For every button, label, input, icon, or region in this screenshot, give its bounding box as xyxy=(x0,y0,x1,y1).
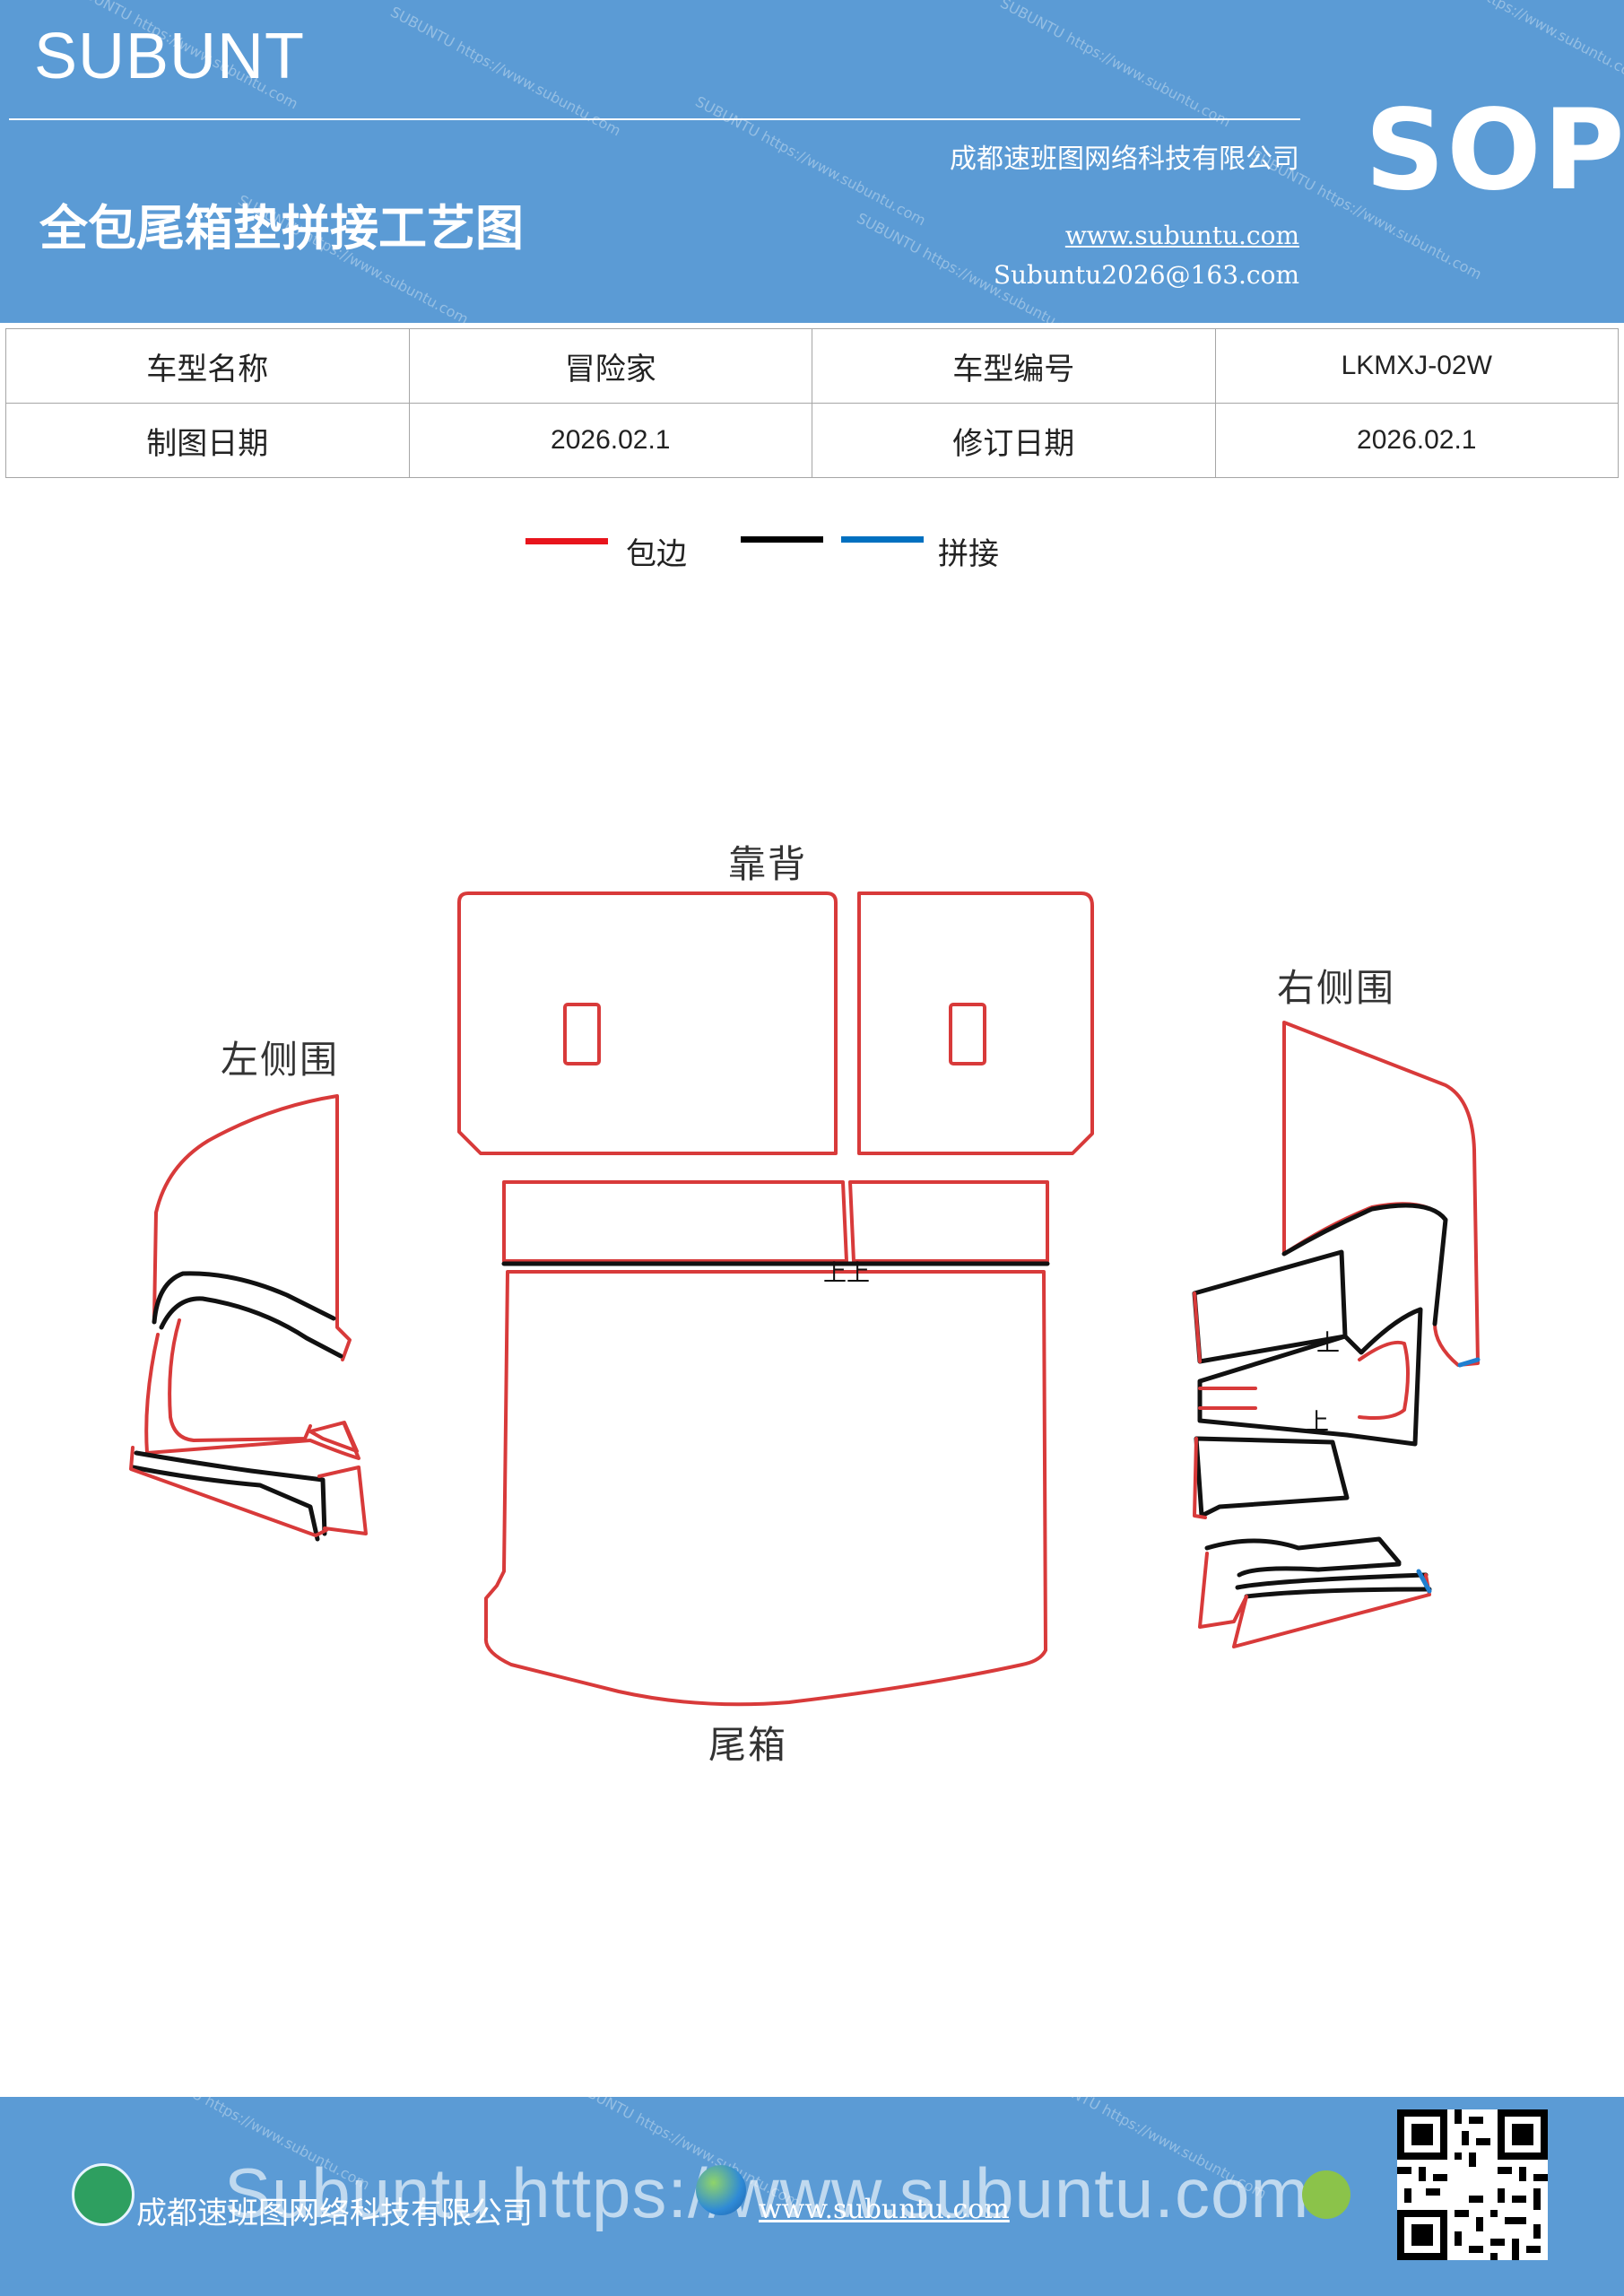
table-cell: 修订日期 xyxy=(812,403,1216,478)
header-banner xyxy=(0,0,1624,323)
trunk-floor-panel xyxy=(483,1270,1047,1707)
right-side-block-2-inner xyxy=(1358,1340,1410,1420)
table-cell: 制图日期 xyxy=(5,403,410,478)
label-right-side: 右侧围 xyxy=(1277,966,1396,1010)
qr-code-graphic xyxy=(1397,2109,1548,2260)
table-cell: 冒险家 xyxy=(408,328,812,404)
table-cell: LKMXJ-02W xyxy=(1214,328,1619,404)
legend-swatch-seam-black xyxy=(741,536,823,543)
right-side-block-3 xyxy=(1194,1436,1350,1518)
right-side-upper xyxy=(1282,1021,1480,1367)
table-cell: 车型名称 xyxy=(5,328,410,404)
header-company-name: 成都速班图网络科技有限公司 xyxy=(950,144,1299,175)
backrest-right-panel xyxy=(857,891,1094,1155)
backrest-left-panel xyxy=(457,891,838,1155)
header-website-link[interactable]: www.subuntu.com xyxy=(1064,221,1299,250)
right-side-blue-seam xyxy=(1457,1357,1481,1368)
left-side-seam-lower xyxy=(134,1450,327,1536)
trunk-strip-left xyxy=(502,1180,848,1263)
table-cell: 2026.02.1 xyxy=(1214,403,1619,478)
left-side-seam-upper xyxy=(152,1271,336,1325)
footer-company-name: 成都速班图网络科技有限公司 xyxy=(136,2196,533,2231)
left-side-seam-lower-2 xyxy=(130,1465,320,1542)
globe-icon xyxy=(696,2165,746,2215)
right-side-blue-seam-2 xyxy=(1416,1569,1432,1594)
vehicle-info-table: 车型名称 冒险家 车型编号 LKMXJ-02W 制图日期 2026.02.1 修… xyxy=(5,328,1619,478)
left-side-seam-mid xyxy=(159,1296,343,1359)
legend-label-edge: 包边 xyxy=(626,536,687,572)
left-side-tab xyxy=(308,1421,359,1453)
up-marker: 上 xyxy=(1316,1330,1340,1357)
label-backrest: 靠背 xyxy=(728,842,808,886)
trunk-strip-right xyxy=(848,1180,1049,1263)
legend-label-seam: 拼接 xyxy=(938,536,999,572)
label-left-side: 左侧围 xyxy=(221,1038,340,1082)
right-side-block-2-edge xyxy=(1198,1387,1257,1410)
right-side-block-3-edge xyxy=(1193,1437,1207,1519)
left-side-bottom xyxy=(129,1446,368,1537)
up-marker: 上 xyxy=(1306,1409,1329,1436)
wechat-icon xyxy=(1302,2170,1350,2219)
brand-logo-text: SUBUNT xyxy=(34,21,306,92)
right-side-block-2 xyxy=(1197,1307,1423,1447)
up-marker: 上 xyxy=(823,1260,847,1287)
header-divider xyxy=(9,118,1300,120)
table-cell: 2026.02.1 xyxy=(408,403,812,478)
footer-website-link[interactable]: www.subuntu.com xyxy=(759,2194,1010,2225)
right-side-seam-1 xyxy=(1281,1203,1448,1326)
home-icon xyxy=(72,2163,135,2226)
sop-label: SOP xyxy=(1365,86,1624,215)
left-side-upper xyxy=(152,1094,352,1361)
right-side-block-1-edge xyxy=(1193,1292,1202,1363)
right-side-bottom xyxy=(1198,1552,1431,1648)
qr-code-icon xyxy=(1397,2109,1548,2260)
backrest-left-hole xyxy=(563,1003,601,1065)
footer-banner xyxy=(0,2097,1624,2296)
right-side-block-4 xyxy=(1204,1536,1402,1565)
left-side-inner xyxy=(168,1318,312,1442)
footer-overlay-text: Subuntu https://www.subuntu.com xyxy=(224,2153,1310,2232)
backrest-right-hole xyxy=(949,1003,986,1065)
table-cell: 车型编号 xyxy=(812,328,1216,404)
header-email: Subuntu2026@163.com xyxy=(993,260,1299,290)
document-title: 全包尾箱垫拼接工艺图 xyxy=(39,200,524,257)
table-row: 车型名称 冒险家 车型编号 LKMXJ-02W xyxy=(5,328,1619,404)
legend-swatch-seam-blue xyxy=(841,536,924,543)
label-trunk: 尾箱 xyxy=(708,1723,788,1767)
up-marker: 上 xyxy=(847,1260,870,1287)
right-side-block-4-seam xyxy=(1235,1561,1432,1599)
table-row: 制图日期 2026.02.1 修订日期 2026.02.1 xyxy=(5,403,1619,478)
legend-swatch-edge xyxy=(525,538,608,544)
